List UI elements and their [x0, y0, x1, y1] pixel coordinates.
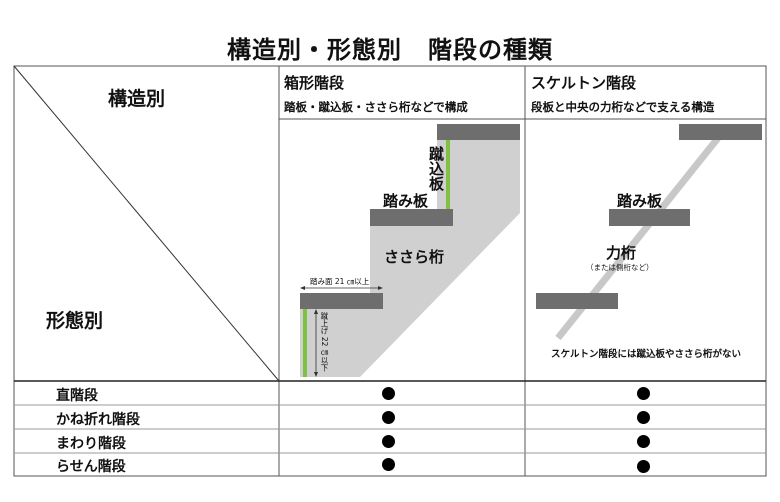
- availability-dot: [382, 411, 395, 424]
- tread-label: 踏み板: [383, 192, 429, 210]
- availability-dot: [637, 460, 650, 473]
- skeleton-stringer-note: （または側桁など）: [586, 263, 654, 272]
- skeleton-tread-label: 踏み板: [617, 192, 663, 210]
- tread-board: [370, 209, 453, 226]
- header-diagonal: [13, 65, 280, 382]
- skeleton-column-title: スケルトン階段: [531, 74, 637, 92]
- dimension-arrow: [300, 286, 305, 290]
- row-label-l-turn: かね折れ階段: [56, 412, 140, 428]
- riser-board: [303, 309, 307, 377]
- skeleton-note: スケルトン階段には蹴込板やささら桁がない: [551, 349, 742, 360]
- availability-dot: [382, 458, 395, 471]
- skeleton-column-subtitle: 段板と中央の力桁などで支える構造: [531, 100, 715, 114]
- availability-dot: [637, 387, 650, 400]
- row-label-winding: まわり階段: [56, 436, 126, 452]
- availability-dot: [637, 435, 650, 448]
- row-label-spiral: らせん階段: [56, 459, 126, 475]
- structure-header-label: 構造別: [108, 88, 166, 110]
- stringer-shape: [284, 140, 520, 377]
- tread-depth-label: 踏み面 21 ㎝以上: [310, 277, 370, 286]
- hako-column-subtitle: 踏板・蹴込板・ささら桁などで構成: [284, 100, 468, 114]
- dimension-arrow: [378, 286, 383, 290]
- tread-board: [536, 293, 618, 309]
- availability-dot: [382, 435, 395, 448]
- title-part1: 構造別・形態別: [227, 36, 402, 64]
- row-label-straight: 直階段: [56, 388, 98, 404]
- title-part2: 階段の種類: [428, 36, 553, 64]
- stringer-label: ささら桁: [384, 248, 445, 266]
- skeleton-stair-illustration: [536, 124, 762, 341]
- table-border: [13, 65, 767, 477]
- dimension-arrow: [314, 309, 318, 314]
- hako-column-title: 箱形階段: [284, 74, 345, 92]
- riser-height-label: 蹴上げ 22 ㎝以下: [320, 312, 329, 372]
- form-header-label: 形態別: [46, 310, 104, 332]
- availability-dot: [637, 411, 650, 424]
- tread-board: [609, 209, 690, 226]
- riser-label: 蹴込板: [427, 146, 445, 191]
- tread-board: [679, 124, 762, 140]
- tread-board: [437, 124, 520, 140]
- tread-board: [300, 293, 383, 309]
- dimension-arrow: [314, 372, 318, 377]
- riser-board: [446, 140, 450, 209]
- skeleton-stringer-label: 力桁: [606, 244, 637, 262]
- availability-dot: [382, 387, 395, 400]
- page-title: 構造別・形態別階段の種類: [0, 30, 780, 65]
- hako-stair-illustration: [284, 124, 520, 377]
